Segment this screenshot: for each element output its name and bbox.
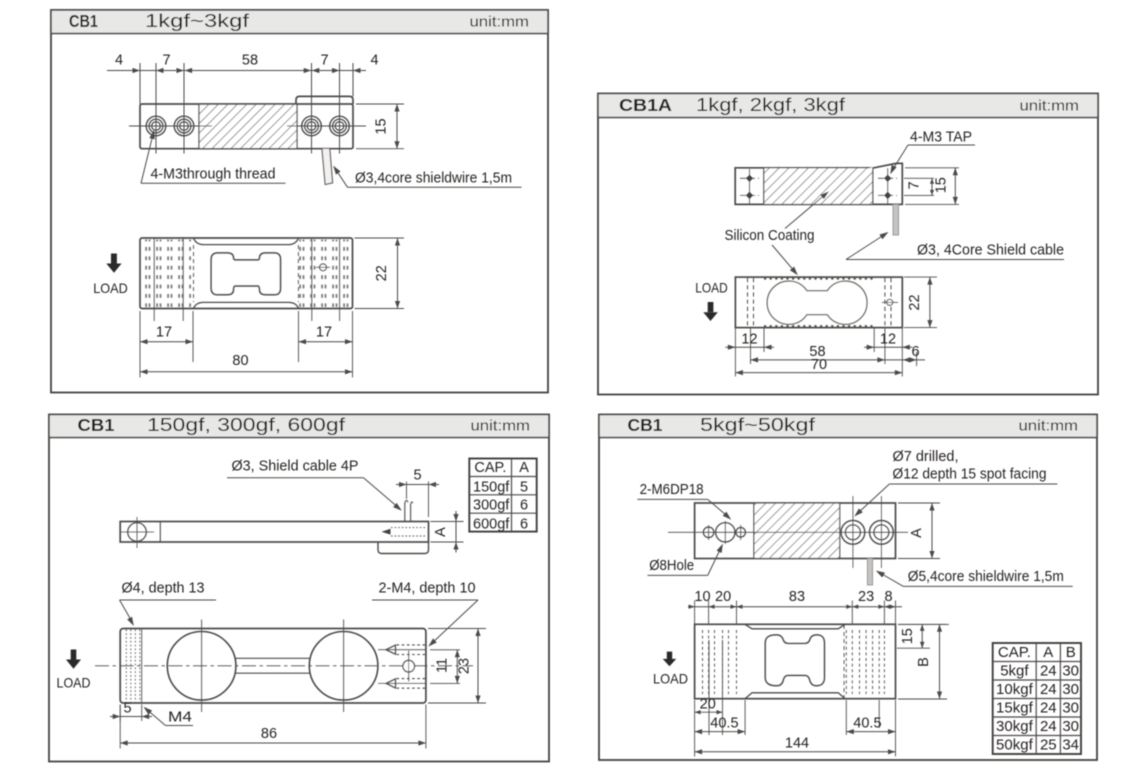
svg-text:15: 15 [900,628,916,644]
svg-text:10kgf: 10kgf [996,681,1034,698]
svg-text:CB1: CB1 [69,11,98,31]
svg-text:300gf: 300gf [473,498,510,514]
svg-text:5: 5 [413,468,421,484]
svg-text:24: 24 [1040,718,1057,735]
svg-text:70: 70 [811,357,827,373]
svg-text:58: 58 [242,53,258,69]
svg-text:LOAD: LOAD [653,671,688,687]
svg-text:CAP.: CAP. [998,644,1031,661]
svg-text:15: 15 [374,118,390,134]
svg-text:24: 24 [1040,700,1057,717]
svg-text:40.5: 40.5 [710,716,738,732]
svg-text:B: B [916,657,932,667]
svg-text:Ø12 depth 15 spot facing: Ø12 depth 15 spot facing [893,466,1047,483]
svg-text:25: 25 [1040,737,1057,754]
svg-text:50kgf: 50kgf [996,737,1034,754]
svg-text:5kgf~50kgf: 5kgf~50kgf [700,415,816,435]
svg-text:40.5: 40.5 [853,716,881,732]
svg-text:20: 20 [700,696,716,712]
svg-text:15: 15 [934,177,950,193]
svg-text:150gf, 300gf, 600gf: 150gf, 300gf, 600gf [147,415,346,435]
svg-text:30: 30 [1062,700,1079,717]
svg-text:A: A [1043,644,1053,661]
svg-text:1kgf, 2kgf, 3kgf: 1kgf, 2kgf, 3kgf [696,95,846,115]
svg-text:6: 6 [912,344,920,360]
svg-text:5kgf: 5kgf [1000,663,1029,680]
svg-text:24: 24 [1040,681,1057,698]
svg-text:30kgf: 30kgf [996,718,1034,735]
svg-text:Ø3, Shield cable 4P: Ø3, Shield cable 4P [232,458,359,475]
svg-text:83: 83 [789,589,805,605]
svg-text:7: 7 [320,53,328,69]
svg-text:5: 5 [520,479,528,495]
svg-text:unit:mm: unit:mm [1020,99,1080,115]
svg-text:30: 30 [1062,718,1079,735]
svg-text:30: 30 [1062,663,1079,680]
svg-text:Ø4, depth 13: Ø4, depth 13 [122,580,205,597]
svg-text:15kgf: 15kgf [996,700,1034,717]
svg-text:12: 12 [880,332,896,348]
svg-text:20: 20 [715,589,731,605]
svg-text:Ø8Hole: Ø8Hole [649,557,694,574]
svg-text:unit:mm: unit:mm [470,15,530,31]
svg-text:Silicon Coating: Silicon Coating [725,227,815,244]
svg-text:Ø3,4core shieldwire 1,5m: Ø3,4core shieldwire 1,5m [355,170,512,187]
svg-text:34: 34 [1062,737,1079,754]
svg-text:4-M3through thread: 4-M3through thread [151,166,276,183]
svg-text:5: 5 [123,701,131,717]
svg-text:10: 10 [694,589,710,605]
svg-text:23: 23 [858,589,874,605]
svg-text:4-M3 TAP: 4-M3 TAP [910,129,972,146]
svg-text:30: 30 [1062,681,1079,698]
svg-text:600gf: 600gf [473,516,510,532]
svg-text:58: 58 [809,344,825,360]
svg-text:4: 4 [370,53,378,69]
svg-text:23: 23 [457,658,473,674]
svg-text:Ø5,4core shieldwire 1,5m: Ø5,4core shieldwire 1,5m [908,568,1064,585]
svg-text:22: 22 [374,265,390,281]
svg-text:Ø3, 4Core Shield cable: Ø3, 4Core Shield cable [917,242,1064,259]
svg-text:LOAD: LOAD [93,280,128,296]
svg-text:CB1: CB1 [628,415,663,435]
svg-text:M4: M4 [168,709,192,726]
svg-text:CAP.: CAP. [474,460,506,476]
svg-text:7: 7 [162,53,170,69]
svg-text:17: 17 [316,325,332,341]
svg-text:2-M6DP18: 2-M6DP18 [640,481,704,498]
svg-text:11: 11 [435,658,451,673]
svg-text:A: A [909,528,925,538]
svg-text:144: 144 [785,736,809,752]
svg-text:B: B [1066,644,1076,661]
svg-text:6: 6 [520,516,528,532]
svg-text:150gf: 150gf [473,479,510,495]
svg-text:86: 86 [261,726,277,742]
svg-text:LOAD: LOAD [695,280,728,296]
svg-text:22: 22 [907,294,923,310]
svg-text:7: 7 [907,181,923,189]
svg-text:A: A [433,527,449,537]
svg-text:A: A [519,460,529,476]
svg-text:17: 17 [156,325,172,341]
svg-text:2-M4, depth 10: 2-M4, depth 10 [379,580,476,597]
svg-text:4: 4 [115,53,123,69]
svg-text:unit:mm: unit:mm [1019,419,1079,435]
svg-text:unit:mm: unit:mm [471,419,531,435]
svg-text:CB1A: CB1A [619,95,672,115]
svg-text:Ø7 drilled,: Ø7 drilled, [893,448,959,465]
svg-text:24: 24 [1040,663,1057,680]
svg-text:6: 6 [520,498,528,514]
svg-text:LOAD: LOAD [57,675,91,691]
svg-text:8: 8 [884,589,892,605]
svg-text:1kgf~3kgf: 1kgf~3kgf [145,11,250,31]
svg-text:CB1: CB1 [78,415,115,435]
svg-text:12: 12 [741,332,757,348]
svg-text:80: 80 [232,353,248,369]
